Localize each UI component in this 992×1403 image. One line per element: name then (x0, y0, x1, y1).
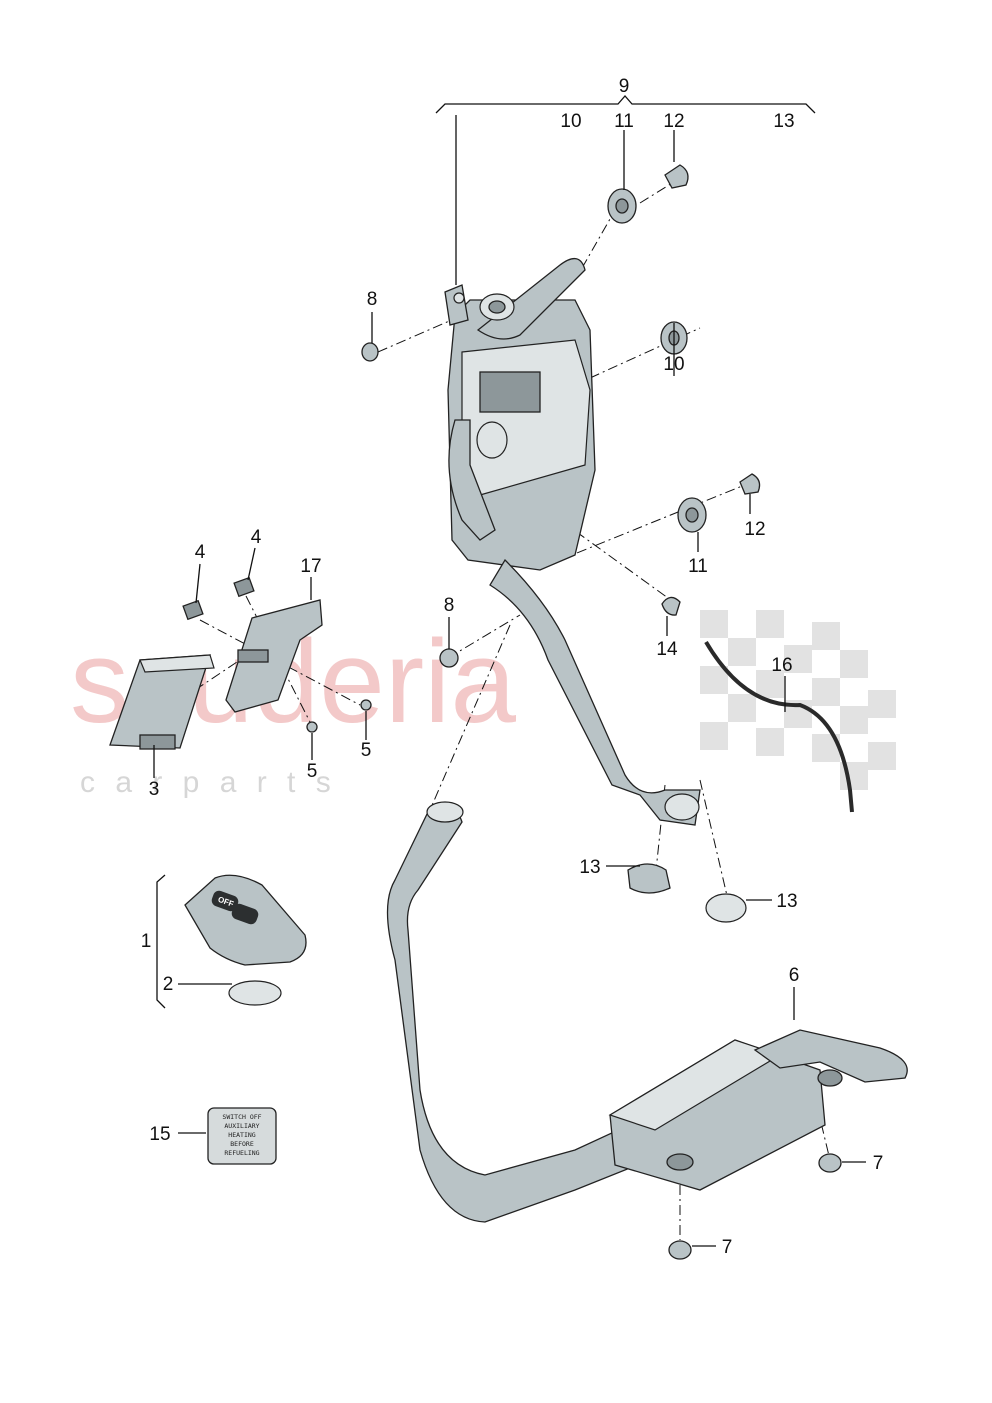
sticker-line-2: AUXILIARY (224, 1122, 259, 1130)
callout-10-mid: 10 (663, 354, 684, 375)
fuel-line (704, 640, 854, 813)
callout-15: 15 (149, 1124, 170, 1145)
auxiliary-heater (444, 258, 596, 571)
callout-2: 2 (163, 974, 174, 995)
callout-16: 16 (771, 655, 792, 676)
remote-cover-cap (228, 980, 282, 1006)
callout-8-mid: 8 (444, 595, 455, 616)
watermark-sub: c a r p a r t s (80, 766, 337, 799)
watermark-flag (700, 610, 896, 790)
small-parts (361, 164, 842, 1260)
callout-13-right: 13 (776, 891, 797, 912)
callout-12-top: 12 (663, 111, 684, 132)
callout-11-mid: 11 (688, 556, 708, 577)
remote-control: OFF (184, 874, 307, 966)
leader-lines (153, 130, 866, 1247)
callout-1: 1 (141, 931, 152, 952)
mounting-bracket (225, 599, 323, 713)
callout-5-right: 5 (361, 740, 372, 761)
callout-5-left: 5 (307, 761, 318, 782)
sticker-line-4: BEFORE (230, 1140, 254, 1148)
callout-13-top: 13 (773, 111, 794, 132)
callout-4-left: 4 (195, 542, 206, 563)
callout-12-mid: 12 (744, 519, 765, 540)
callout-8-top: 8 (367, 289, 378, 310)
exhaust-pipe (386, 801, 651, 1223)
callout-6: 6 (789, 965, 800, 986)
sticker-line-3: HEATING (228, 1131, 255, 1139)
callout-7-bottom: 7 (722, 1237, 733, 1258)
callout-4-right: 4 (251, 527, 262, 548)
callout-14: 14 (656, 639, 678, 660)
bracket-1 (156, 874, 166, 1009)
callout-9: 9 (619, 76, 630, 97)
callout-7-right: 7 (873, 1153, 884, 1174)
callout-3: 3 (149, 779, 160, 800)
sticker-line-1: SWITCH OFF (222, 1113, 261, 1121)
sticker-line-5: REFUELING (224, 1149, 259, 1157)
callout-17: 17 (300, 556, 321, 577)
heater-pipe (489, 558, 701, 826)
warning-sticker: SWITCH OFF AUXILIARY HEATING BEFORE REFU… (207, 1107, 277, 1165)
control-unit (109, 654, 215, 750)
callout-10-top: 10 (560, 111, 581, 132)
callout-11-top: 11 (614, 111, 634, 132)
clips-screws (182, 576, 372, 733)
callouts: 9 10 11 12 13 8 10 12 11 8 14 16 13 13 6… (141, 76, 884, 1258)
bracket-9 (435, 95, 816, 114)
silencer (608, 1029, 908, 1191)
callout-13-left: 13 (579, 857, 600, 878)
